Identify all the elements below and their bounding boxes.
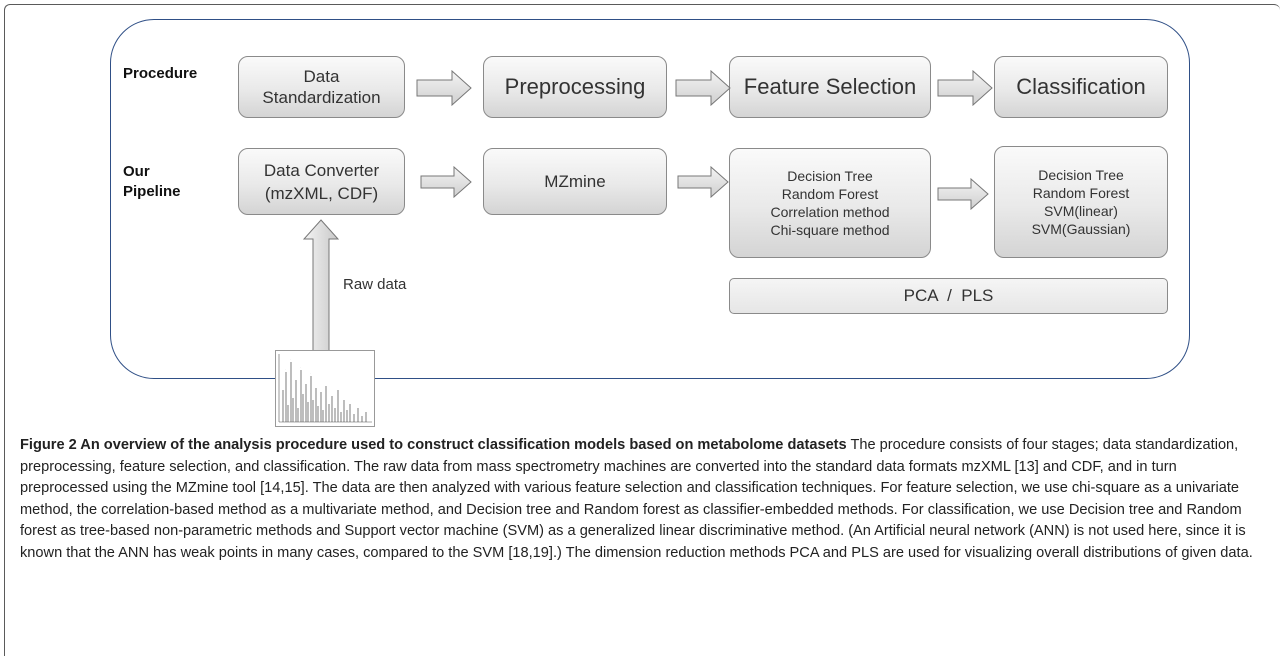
caption-title: Figure 2 An overview of the analysis pro…	[20, 437, 847, 453]
pipeline-panel	[110, 19, 1190, 379]
right-arrow-icon	[675, 70, 731, 106]
row-label-procedure: Procedure	[123, 65, 198, 82]
pipeline-step-mzmine: MZmine	[483, 148, 667, 215]
right-arrow-icon	[937, 70, 993, 106]
up-arrow-icon	[303, 219, 339, 353]
svg-text:.: .	[310, 371, 311, 375]
pipeline-step-classification-methods: Decision Tree Random Forest SVM(linear) …	[994, 146, 1168, 258]
procedure-step-data-standardization: Data Standardization	[238, 56, 405, 118]
procedure-step-classification: Classification	[994, 56, 1168, 118]
procedure-step-preprocessing: Preprocessing	[483, 56, 667, 118]
pipeline-step-data-converter: Data Converter (mzXML, CDF)	[238, 148, 405, 215]
pca-pls-bar: PCA / PLS	[729, 278, 1168, 314]
figure-caption: Figure 2 An overview of the analysis pro…	[20, 435, 1262, 565]
row-label-pipeline: Our Pipeline	[123, 163, 181, 200]
svg-text:.: .	[285, 367, 286, 371]
pipeline-step-feature-selection-methods: Decision Tree Random Forest Correlation …	[729, 148, 931, 258]
procedure-step-feature-selection: Feature Selection	[729, 56, 931, 118]
right-arrow-icon	[677, 166, 729, 198]
caption-body: The procedure consists of four stages; d…	[20, 437, 1253, 561]
svg-text:.: .	[290, 357, 291, 361]
mass-spectrum-thumbnail: ....	[275, 350, 375, 427]
svg-text:.: .	[300, 365, 301, 369]
right-arrow-icon	[420, 166, 472, 198]
right-arrow-icon	[416, 70, 472, 106]
right-arrow-icon	[937, 178, 989, 210]
raw-data-label: Raw data	[343, 276, 407, 293]
figure-frame	[4, 4, 1280, 656]
